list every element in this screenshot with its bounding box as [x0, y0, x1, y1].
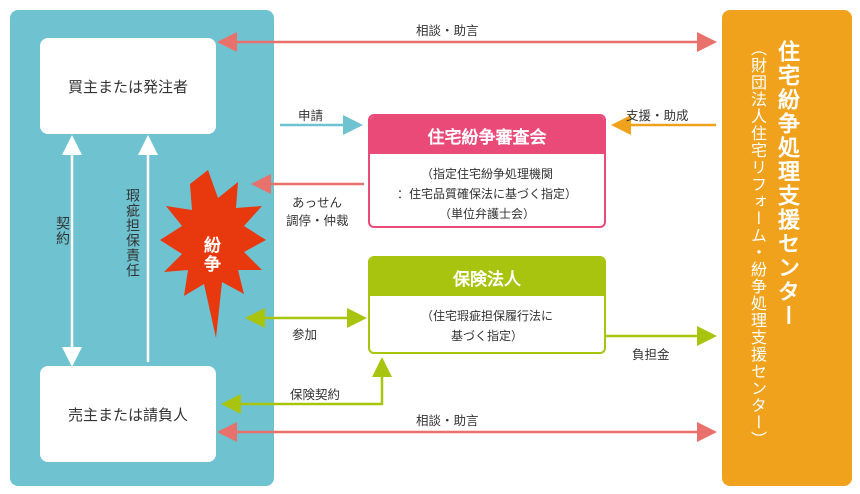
seller-box: 売主または請負人: [40, 366, 216, 462]
apply-label: 申請: [298, 108, 324, 123]
buyer-label: 買主または発注者: [67, 77, 188, 96]
seller-label: 売主または請負人: [67, 405, 188, 424]
participate-label: 参加: [292, 327, 318, 342]
support-center-panel: [722, 10, 852, 486]
insurance-contract-label: 保険契約: [290, 387, 341, 402]
consult-top-label: 相談・助言: [416, 23, 479, 38]
insurance-box: 保険法人 （住宅瑕疵担保履行法に 基づく指定）: [368, 256, 606, 354]
defect-liability-label: 瑕疵担保責任: [124, 188, 140, 278]
insurance-line: 基づく指定）: [450, 329, 523, 343]
support-label: 支援・助成: [626, 108, 689, 123]
insurance-line: （住宅瑕疵担保履行法に: [420, 309, 553, 323]
buyer-box: 買主または発注者: [40, 38, 216, 134]
support-center-subtitle: （財団法人住宅リフォーム・紛争処理支援センター）: [748, 40, 767, 448]
review-committee-details: （指定住宅紛争処理機関 ：住宅品質確保法に基づく指定） （単位弁護士会）: [370, 154, 604, 224]
review-committee-box: 住宅紛争審査会 （指定住宅紛争処理機関 ：住宅品質確保法に基づく指定） （単位弁…: [368, 114, 606, 228]
contribution-label: 負担金: [632, 347, 670, 362]
support-center-title: 住宅紛争処理支援センター: [774, 40, 799, 328]
consult-bottom-label: 相談・助言: [416, 413, 479, 428]
review-committee-title: 住宅紛争審査会: [370, 116, 604, 154]
insurance-contract-arrow: [221, 357, 392, 414]
dispute-burst: [160, 170, 266, 338]
insurance-details: （住宅瑕疵担保履行法に 基づく指定）: [370, 296, 604, 346]
review-committee-line: （指定住宅紛争処理機関: [420, 167, 553, 181]
review-committee-line: （単位弁護士会）: [438, 207, 535, 221]
mediation-label-2: 調停・仲裁: [286, 213, 349, 228]
mediation-label-1: あっせん: [292, 195, 343, 210]
review-committee-line: ：住宅品質確保法に基づく指定）: [396, 187, 577, 201]
insurance-title: 保険法人: [370, 258, 604, 296]
dispute-label: 紛争: [200, 236, 220, 274]
